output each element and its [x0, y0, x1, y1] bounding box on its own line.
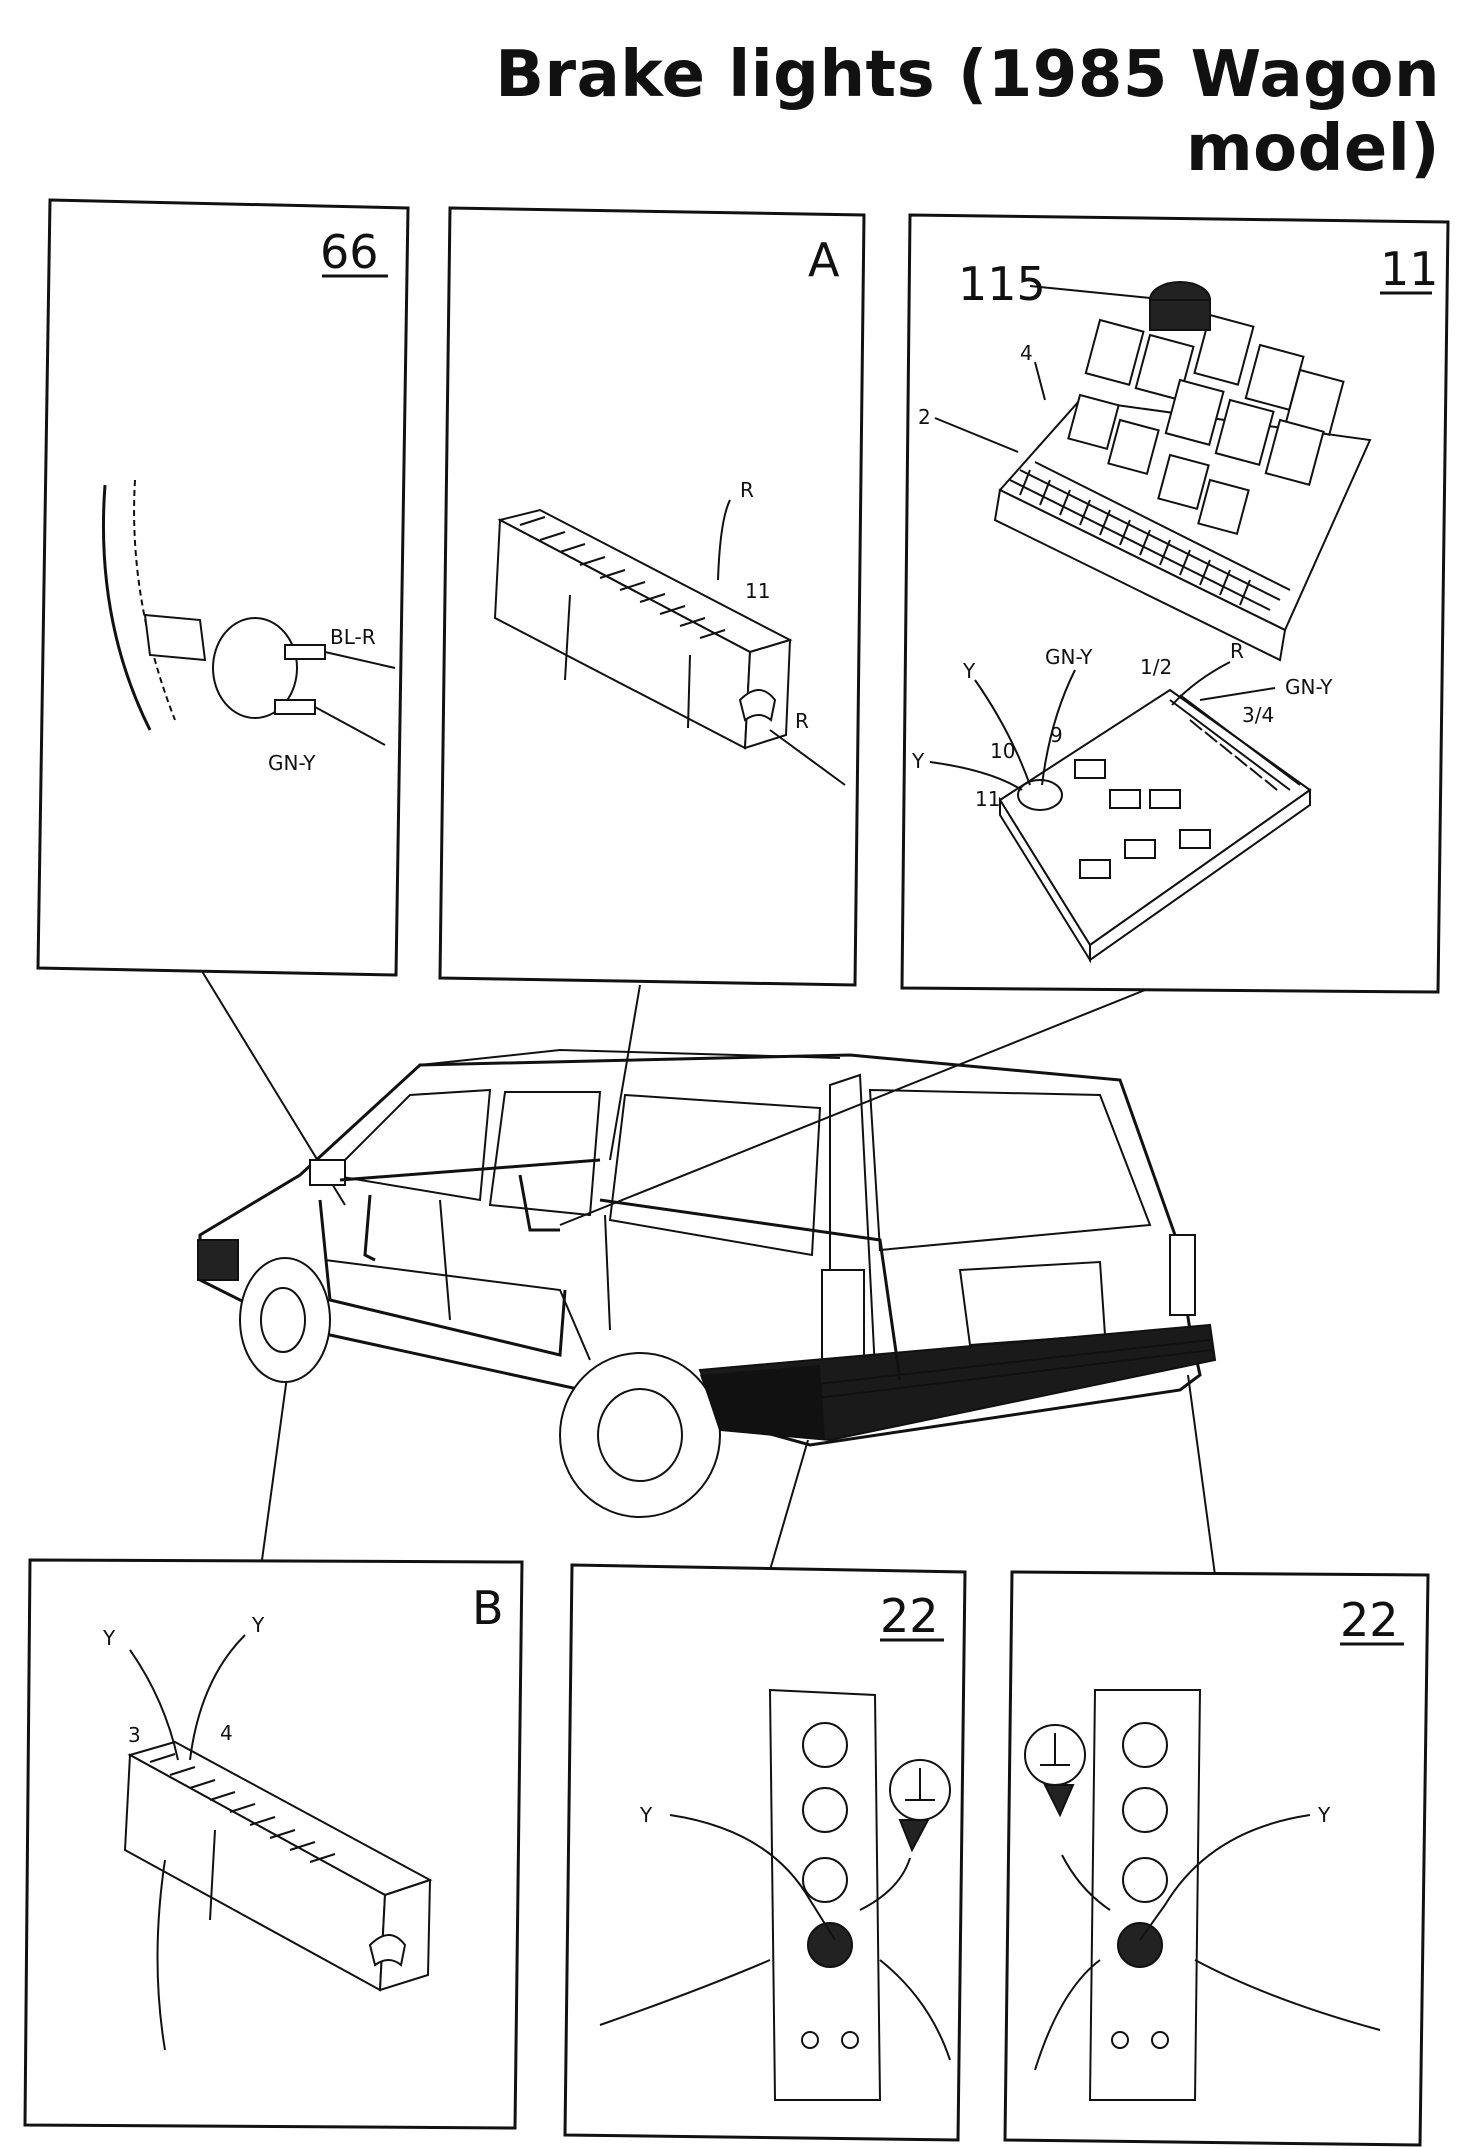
panel-66-number: 66 [320, 225, 379, 279]
tail-lamp-housing-left [599, 1688, 951, 2101]
panel-11-number: 11 [1380, 242, 1439, 296]
callout-4: 4 [1020, 341, 1033, 365]
wire-label-gn-y: GN-Y [268, 751, 316, 775]
panel-66: 66 BL-R GN-Y [36, 198, 410, 977]
wire-label-y: Y [1317, 1803, 1331, 1827]
wire-label-y-left: Y [911, 749, 925, 773]
panel-22-left: 22 Y [563, 1563, 967, 2142]
volvo-wagon-illustration [197, 1048, 1217, 1518]
panel-a-letter: A [808, 233, 840, 287]
pin-label-9: 9 [1050, 723, 1063, 747]
wire-label-r-bottom: R [795, 709, 809, 733]
page-title: Brake lights (1985 Wagon model) [495, 38, 1440, 186]
panel-22-left-number: 22 [880, 1589, 939, 1643]
wire-label-gn-y-right: GN-Y [1285, 675, 1333, 699]
wire-label-r-top: R [740, 478, 754, 502]
callout-115: 115 [958, 257, 1046, 311]
pin-label-11: 11 [975, 787, 1000, 811]
wire-label-y-left: Y [102, 1626, 116, 1650]
wire-label-y-right: Y [251, 1613, 265, 1637]
connector-a [493, 508, 793, 750]
panel-b: B Y Y 3 4 [23, 1558, 524, 2130]
brake-light-switch [102, 479, 396, 746]
wire-label-bl-r: BL-R [330, 625, 376, 649]
panel-11: 11 115 4 2 [900, 213, 1450, 994]
pin-label-3: 3 [128, 1723, 141, 1747]
central-electrical-unit [998, 688, 1312, 964]
panel-22-right-number: 22 [1340, 1593, 1399, 1647]
tail-lamp-housing-right [1024, 1689, 1381, 2101]
connector-b [123, 1740, 433, 2051]
pin-label-1-2: 1/2 [1140, 655, 1172, 679]
wire-label-y-top: Y [962, 659, 976, 683]
wire-label-gn-y-left: GN-Y [1045, 645, 1093, 669]
pin-label-4: 4 [220, 1721, 233, 1745]
relay-fuse-box [993, 281, 1372, 662]
pin-label-10: 10 [990, 739, 1015, 763]
panel-22-right: 22 Y [1003, 1570, 1430, 2147]
callout-2: 2 [918, 405, 931, 429]
leader-lines [199, 967, 1216, 1576]
pin-label-11: 11 [745, 579, 770, 603]
panel-b-letter: B [472, 1581, 504, 1635]
wire-label-y: Y [639, 1803, 653, 1827]
wire-label-r: R [1230, 639, 1244, 663]
pin-label-3-4: 3/4 [1242, 703, 1274, 727]
panel-a: A R 11 R [438, 206, 866, 987]
